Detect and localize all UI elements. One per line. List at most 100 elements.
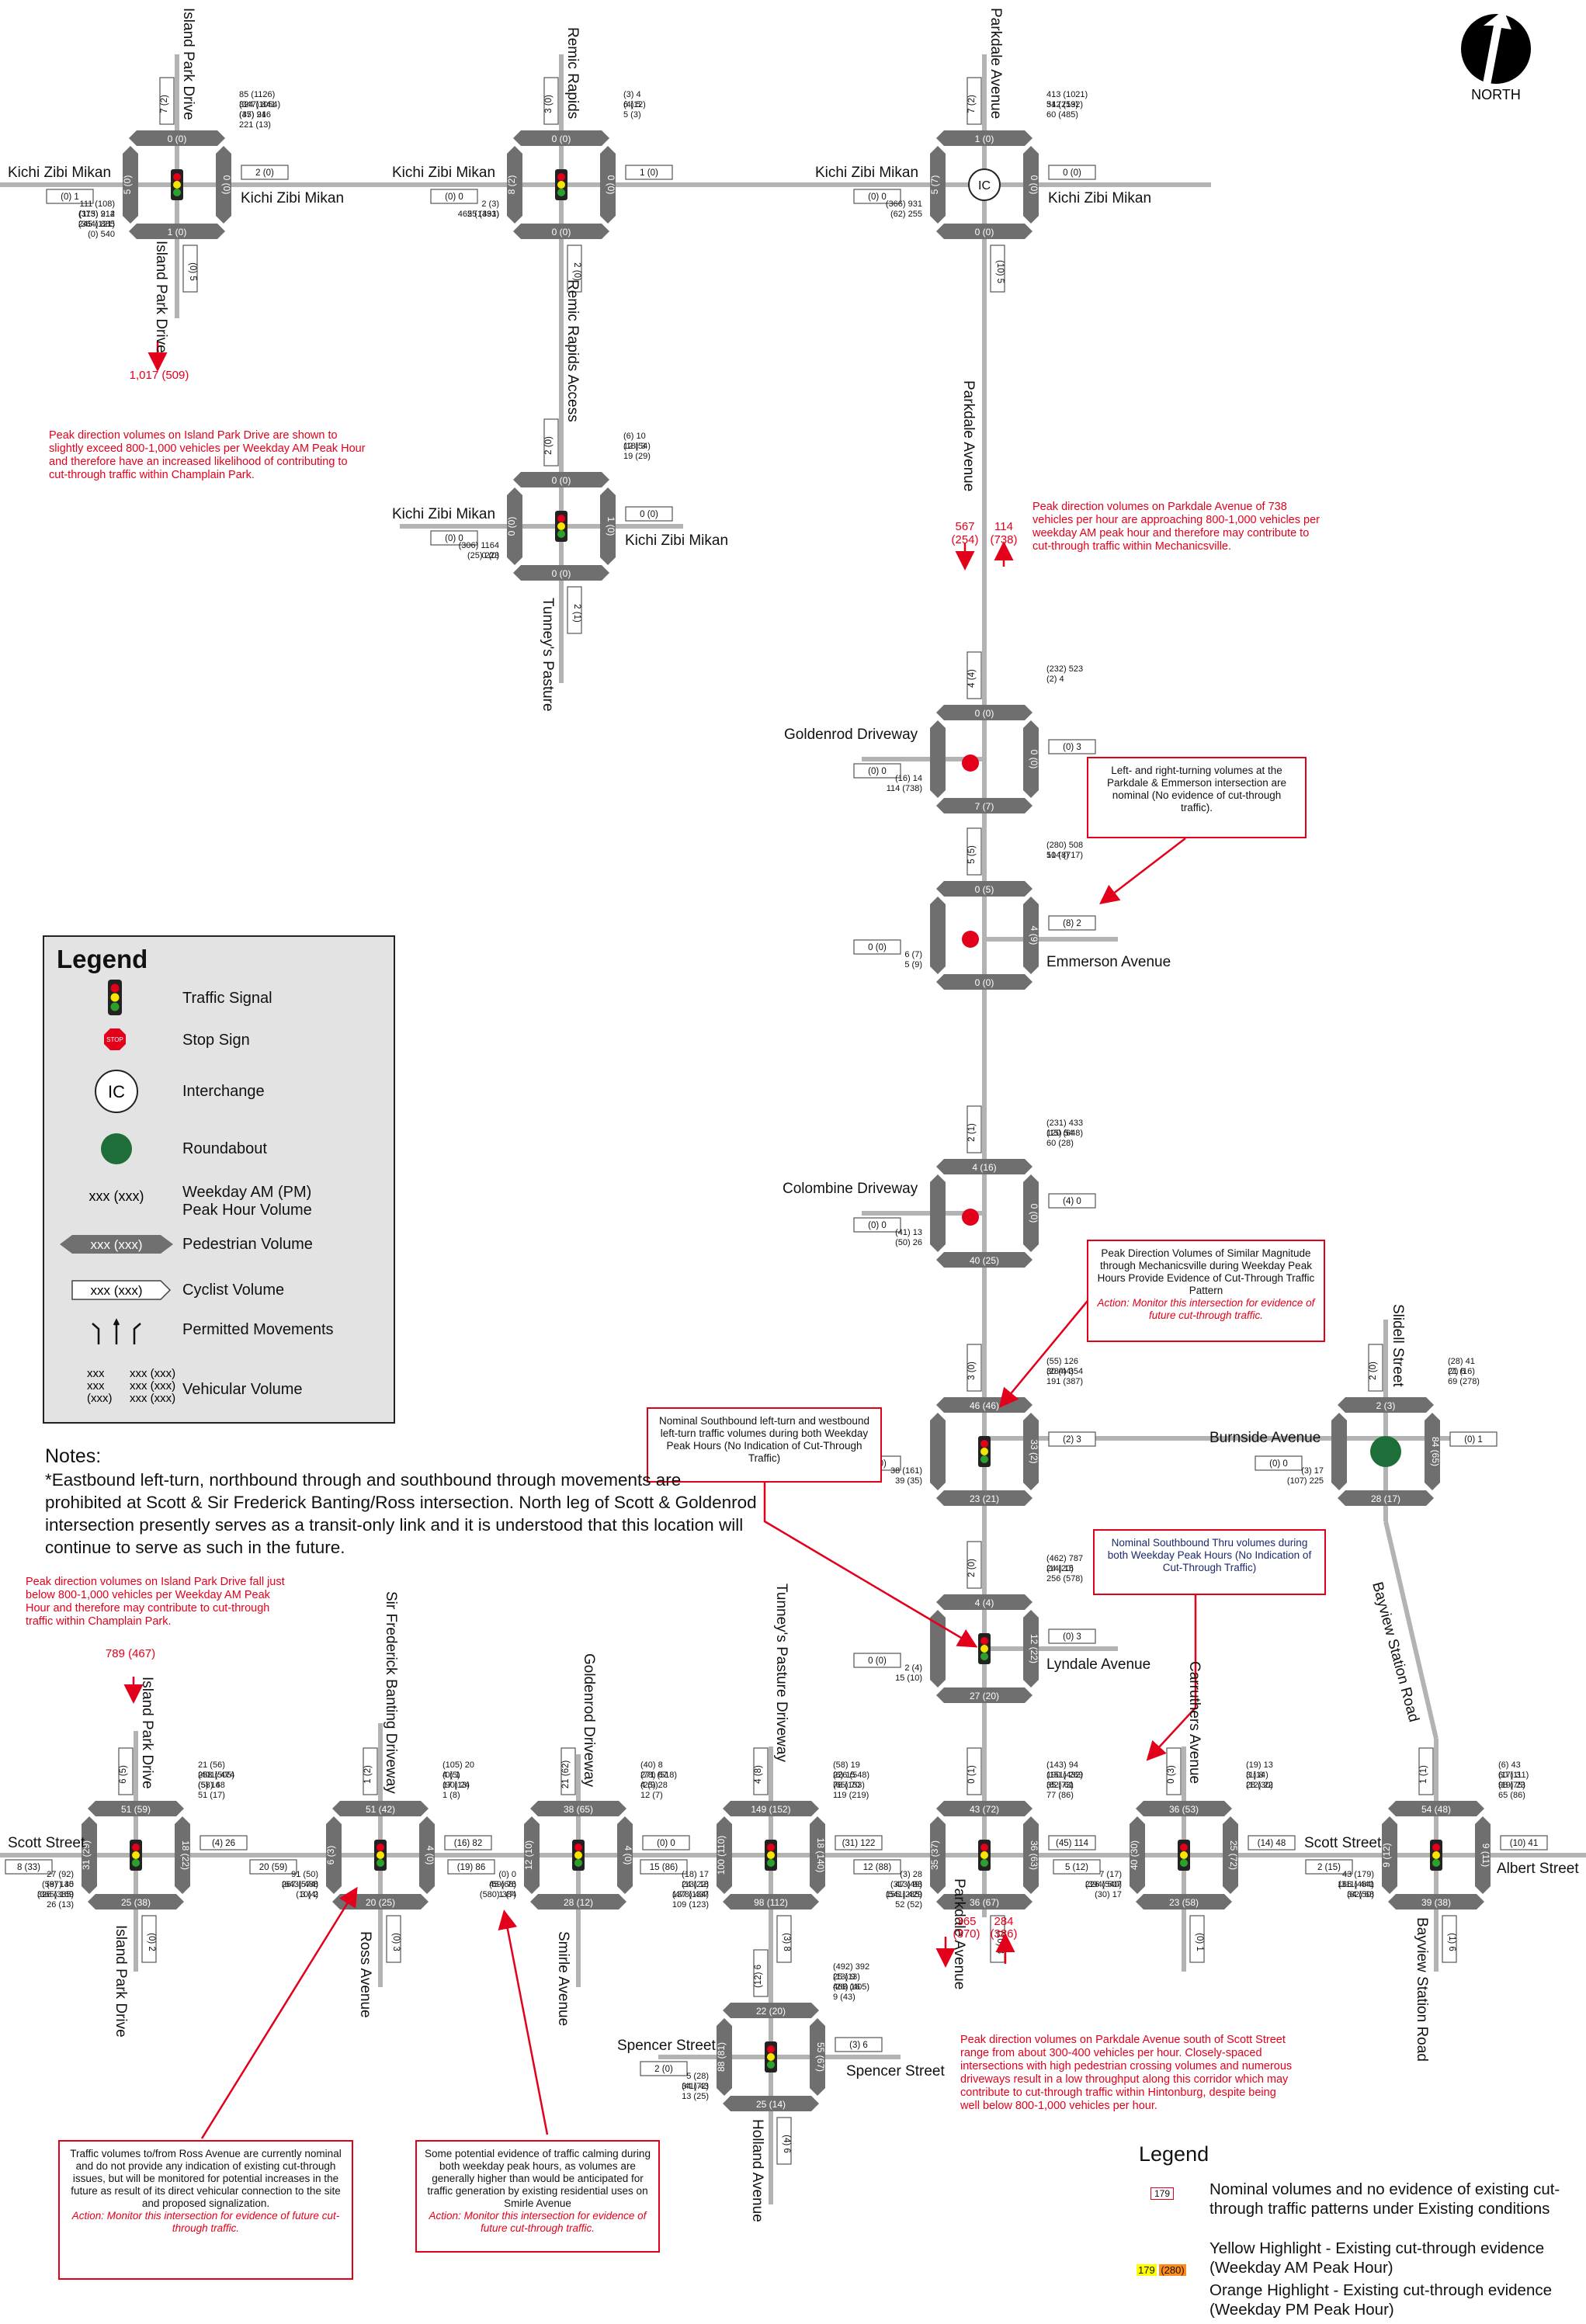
street-island-s: Island Park Drive (153, 241, 169, 353)
cyclist-volume: 12 (88) (863, 1863, 892, 1872)
peak-parkdale-nb: 114 (994, 520, 1013, 533)
ped-volume: 12 (22) (1029, 1634, 1039, 1663)
cyclist-box (200, 1835, 248, 1851)
callout-mechanicsville-text: Peak Direction Volumes of Similar Magnit… (1097, 1247, 1315, 1296)
vehicle-volume: (313) 93 (890, 1880, 922, 1889)
legend-symbols: STOP IC xxx (xxx) xxx (xxx) xxx (xxx) xx… (60, 980, 175, 1405)
legend-panel: Legend STOP IC xxx (xxx) xxx (xxx) xxx (… (43, 935, 395, 1424)
svg-text:xxx: xxx (87, 1367, 105, 1380)
ped-volume: 25 (72) (1228, 1840, 1239, 1870)
street-carruthers: Carruthers Avenue (1186, 1661, 1203, 1784)
vehicle-volume: (6) 10 (623, 432, 646, 441)
intersection-i14: 149 (152)18 (140)98 (112)100 (110)4 (8)1… (640, 1747, 883, 1963)
vehicle-volume: (58) 48 (198, 1781, 225, 1790)
vehicle-volume: 326 (385) (37, 1890, 74, 1899)
ped-crossing-bar (936, 1801, 1032, 1816)
vehicle-volume: 468 (405) (833, 1982, 869, 1992)
vehicle-volume: (59) 130 (42, 1880, 74, 1889)
cyclist-volume: (31) 122 (842, 1839, 876, 1848)
street-albert: Albert Street (1497, 1861, 1579, 1877)
stop-sign-icon (962, 1209, 979, 1226)
ped-crossing-bar (326, 1816, 342, 1894)
ped-volume: 55 (67) (815, 2042, 826, 2072)
vehicle-volume: 137 (134) (672, 1890, 709, 1899)
note-parkdale-bottom: Peak direction volumes on Parkdale Avenu… (960, 2034, 1293, 2112)
ped-crossing-bar (936, 130, 1032, 146)
vehicle-volume: (0) 1 (442, 1771, 460, 1780)
street-tpd: Tunney's Pasture Driveway (773, 1583, 790, 1762)
cyclist-box (835, 1835, 883, 1851)
ped-crossing-bar (507, 487, 522, 565)
ped-volume: 4 (0) (425, 1846, 436, 1865)
ped-crossing-bar (513, 224, 609, 239)
cyclist-volume: (0) 1 (1464, 1435, 1483, 1445)
ped-crossing-bar (723, 1894, 819, 1909)
ped-volume: 0 (0) (552, 475, 571, 486)
vehicle-volume: (401) 474 (198, 1771, 234, 1780)
street-slidell: Slidell Street (1390, 1304, 1406, 1387)
cyclist-volume: 2 (0) (654, 2065, 673, 2074)
ped-volume: 0 (5) (975, 884, 994, 895)
cyclist-volume: (4) 0 (1063, 1197, 1081, 1206)
vehicle-volume: 17 (13) (442, 1781, 470, 1790)
street-island-n2: Island Park Drive (139, 1677, 155, 1789)
vehicle-volume: (30) 17 (1095, 1890, 1122, 1899)
cyclist-volume: (0) 0 (657, 1839, 675, 1848)
callout-arrows (123, 342, 1197, 2139)
street-bayview-s: Bayview Station Road (1414, 1917, 1430, 2062)
street-scott-e: Scott Street (1304, 1835, 1382, 1851)
vehicle-volume: 24 (22) (682, 1880, 709, 1889)
cyclist-volume: 2 (0) (967, 1559, 977, 1577)
ped-crossing-bar (1023, 897, 1039, 974)
vehicle-volume: (366) 931 (886, 199, 922, 209)
vehicle-volume: (59) 76 (489, 1880, 516, 1889)
cyclist-volume: 5 (12) (1065, 1863, 1088, 1872)
vehicle-volume: 43 (179) (1342, 1870, 1374, 1879)
vehicle-volume: 245 (121) (78, 220, 115, 229)
cyclist-volume: 7 (2) (160, 95, 169, 113)
vehicle-volume: 13 (25) (682, 2092, 709, 2101)
stop-sign-icon (962, 931, 979, 948)
cyclist-box (1048, 1193, 1096, 1209)
cyclist-box (543, 77, 559, 125)
cyclist-volume: (0) 0 (445, 193, 463, 202)
ped-crossing-bar (600, 146, 616, 224)
ped-crossing-bar (513, 130, 609, 146)
cyclist-box (241, 165, 289, 180)
vehicle-volume: 465 (1491) (458, 210, 499, 219)
legend2-row-yellow: Yellow Highlight - Existing cut-through … (1209, 2239, 1545, 2277)
cyclist-volume: 2 (0) (572, 262, 581, 281)
intersection-i6: 0 (5)4 (9)0 (0)5 (5)0 (0)(8) 2(280) 5085… (853, 827, 1096, 990)
ped-volume: 51 (59) (121, 1804, 151, 1815)
vehicle-volume: 104 (717) (1046, 851, 1083, 860)
notes-body: *Eastbound left-turn, northbound through… (45, 1470, 757, 1557)
callout-smirle-text: Some potential evidence of traffic calmi… (425, 2148, 651, 2209)
vehicle-volume: 226 (540) (1085, 1880, 1122, 1889)
vehicle-volume: (6) 43 (1498, 1760, 1521, 1770)
ped-volume: 98 (112) (754, 1897, 788, 1908)
vehicle-volume: 5 (9) (904, 960, 922, 969)
callout-mechanicsville-action: Action: Monitor this intersection for ev… (1097, 1297, 1315, 1321)
vehicle-volume: (25) 223 (467, 551, 499, 560)
ped-crossing-bar (1223, 1816, 1238, 1894)
cyclist-box (1048, 165, 1096, 180)
intersection-i13: 38 (65)4 (0)28 (12)12 (10)21 (62)(19) 86… (447, 1747, 690, 1909)
street-kzm7: Kichi Zibi Mikan (625, 532, 728, 549)
cyclist-volume: 3 (0) (544, 95, 554, 113)
vehicle-volume: (394) 507 (1085, 1880, 1122, 1889)
ped-volume: 4 (4) (975, 1597, 994, 1608)
legend-label-ic: Interchange (182, 1083, 265, 1100)
vehicle-volume: 312 (192) (1046, 100, 1083, 109)
vehicle-volume: (364) 885 (78, 220, 115, 229)
legend-label-stop: Stop Sign (182, 1032, 250, 1049)
north-compass: NORTH (1461, 10, 1531, 102)
ped-crossing-bar (936, 1894, 1032, 1909)
ped-volume: 31 (29) (81, 1840, 92, 1870)
cyclist-box (141, 1915, 157, 1963)
ped-crossing-bar (129, 224, 225, 239)
ped-volume: 0 (0) (975, 227, 994, 238)
cyclist-volume: (4) 6 (782, 2135, 791, 2153)
vehicle-volume: 111 (108) (80, 199, 115, 209)
vehicle-volume: 1 (7) (498, 1890, 516, 1899)
roundabout-icon (1370, 1436, 1401, 1467)
